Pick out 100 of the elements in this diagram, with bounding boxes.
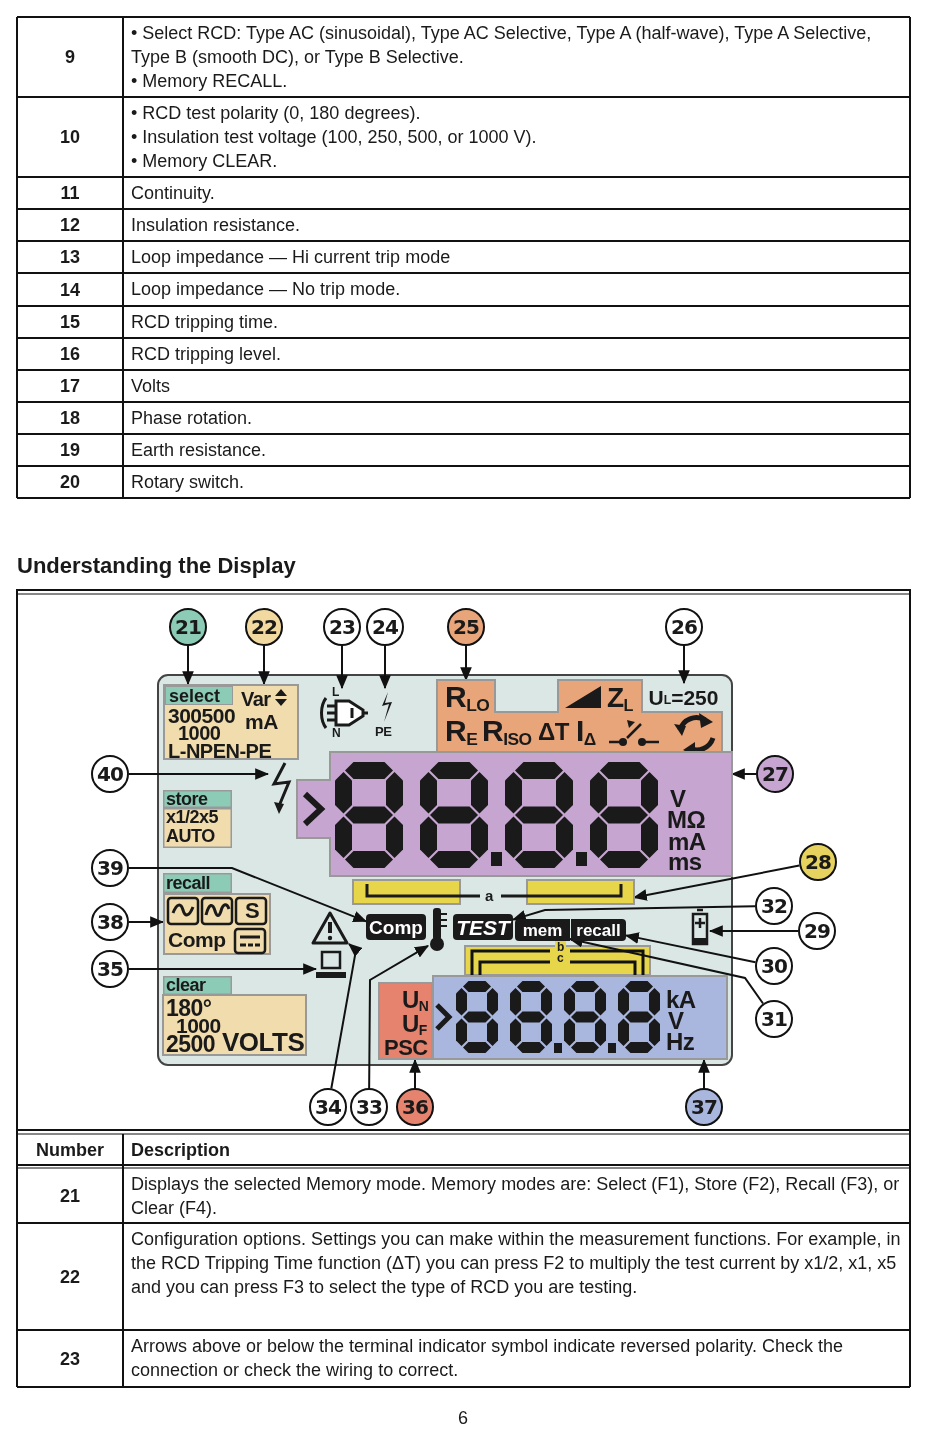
function-symbol: R$_{ISO}$ — [482, 716, 532, 746]
terminal-label: N — [332, 727, 341, 739]
callout-number: 32 — [755, 887, 793, 925]
description-text: Insulation resistance. — [131, 214, 301, 237]
description-text: Loop impedance — No trip mode. — [131, 278, 401, 301]
secondary-function-panel — [378, 982, 433, 1060]
mode-indicator: recall — [163, 873, 232, 893]
row-number: 10 — [60, 126, 80, 149]
indicator-label: 1000 — [178, 723, 221, 743]
status-indicator: Comp — [366, 914, 426, 940]
function-symbol: ΔT — [538, 720, 569, 744]
leader-line — [409, 1058, 421, 1089]
callout-number: 25 — [447, 608, 485, 646]
mode-indicator: select — [165, 686, 233, 705]
callout-number: 35 — [91, 950, 129, 988]
description-text: • Memory RECALL. — [131, 70, 288, 93]
row-number: 20 — [60, 471, 80, 494]
callout-number: 28 — [799, 843, 837, 881]
recall-indicator-panel — [163, 893, 271, 955]
leader-line — [460, 645, 472, 682]
leader-line — [336, 645, 348, 690]
description-text: • RCD test polarity (0, 180 degrees). — [131, 102, 421, 125]
leader-line — [330, 943, 363, 1090]
bar-graph-label: a — [485, 888, 493, 903]
callout-number: 27 — [756, 755, 794, 793]
thermometer-icon — [428, 908, 448, 952]
config-indicator-panel — [163, 684, 299, 760]
callout-number: 26 — [665, 608, 703, 646]
indicator-label: Comp — [168, 929, 226, 950]
callout-number: 36 — [396, 1088, 434, 1126]
callout-number: 37 — [685, 1088, 723, 1126]
function-symbol: R$_{LO}$ — [445, 682, 490, 712]
section-heading: Understanding the Display — [17, 553, 296, 579]
description-text: • Select RCD: Type AC (sinusoidal), Type AC Selective, Type A (half-wave), Type A Selective, Type B (smooth DC), or Type B Selective. — [131, 22, 873, 69]
column-header: Number — [36, 1139, 104, 1162]
unit-label: Hz — [666, 1030, 695, 1054]
row-number: 15 — [60, 311, 80, 334]
row-number: 16 — [60, 343, 80, 366]
computer-icon — [316, 950, 346, 980]
callout-number: 38 — [91, 903, 129, 941]
leader-line — [368, 944, 429, 1089]
indicator-label: c — [555, 952, 566, 964]
leader-line — [128, 916, 165, 928]
row-number: 12 — [60, 214, 80, 237]
warning-icon — [311, 910, 349, 945]
row-number: 18 — [60, 407, 80, 430]
description-text: Volts — [131, 375, 171, 398]
unit-label: V — [668, 1009, 684, 1033]
status-indicator: mem — [515, 919, 570, 941]
status-indicator: TEST — [453, 914, 513, 940]
terminal-label: L — [332, 686, 339, 698]
leader-line — [678, 645, 690, 685]
battery-icon — [690, 908, 710, 946]
page-number: 6 — [458, 1407, 468, 1430]
description-text: Loop impedance — Hi current trip mode — [131, 246, 451, 269]
indicator-label: mA — [245, 711, 278, 732]
function-symbol: U$_{N}$ — [402, 988, 429, 1012]
callout-number: 33 — [350, 1088, 388, 1126]
function-symbol: U$_{F}$ — [402, 1012, 427, 1036]
description-text: Displays the selected Memory mode. Memory modes are: Select (F1), Store (F2), Recall (F3), or Clear (F4). — [131, 1173, 901, 1220]
mode-indicator: x1/2x5 AUTO — [163, 808, 232, 848]
description-text: Arrows above or below the terminal indicator symbol indicate reversed polarity. Check the connection or check the wiring to correct. — [131, 1335, 844, 1382]
description-text: Configuration options. Settings you can make within the measurement functions. For example, in the RCD Tripping Time function (ΔT) you can press F2 to multiply the test current by x1/2, x1, x5 and you can press F3 to select the type of RCD you are testing. — [131, 1228, 902, 1299]
unit-label: MΩ — [667, 808, 706, 832]
indicator-label: 300500 — [168, 705, 236, 726]
row-number: 14 — [60, 278, 80, 302]
callout-number: 21 — [169, 608, 207, 646]
indicator-label: VOLTS — [222, 1029, 305, 1055]
leader-line — [128, 963, 318, 975]
secondary-display-panel — [432, 975, 728, 1060]
row-number: 9 — [65, 46, 75, 69]
unit-label: kA — [666, 988, 696, 1012]
description-text: Continuity. — [131, 182, 215, 205]
primary-display-panel — [297, 752, 732, 876]
leader-line — [182, 645, 194, 686]
leader-line — [708, 925, 799, 937]
function-symbol: I$_{Δ}$ — [576, 716, 596, 746]
callout-number: 22 — [245, 608, 283, 646]
function-indicator-panel — [437, 680, 722, 752]
row-number: 21 — [60, 1184, 80, 1208]
terminal-label: PE — [375, 725, 392, 738]
indicator-label: Var — [241, 689, 271, 709]
function-symbol: PSC — [384, 1037, 428, 1059]
mode-indicator: store — [163, 790, 232, 808]
row-number: 23 — [60, 1347, 80, 1371]
function-symbol: Z$_{L}$ — [607, 684, 634, 712]
leader-line — [511, 905, 756, 922]
row-number: 17 — [60, 375, 80, 398]
description-text: • Insulation test voltage (100, 250, 500, or 1000 V). — [131, 126, 537, 149]
mode-indicator: clear — [163, 976, 232, 995]
bar-graph — [353, 878, 634, 906]
leader-line — [698, 1058, 710, 1089]
description-text: • Memory CLEAR. — [131, 150, 278, 173]
row-number: 11 — [60, 182, 80, 205]
callout-number: 24 — [366, 608, 404, 646]
indicator-label: S — [245, 900, 260, 922]
leader-line — [258, 645, 270, 686]
indicator-label: L-NPEN-PE — [168, 741, 272, 761]
callout-number: 40 — [91, 755, 129, 793]
description-text: Phase rotation. — [131, 407, 253, 430]
